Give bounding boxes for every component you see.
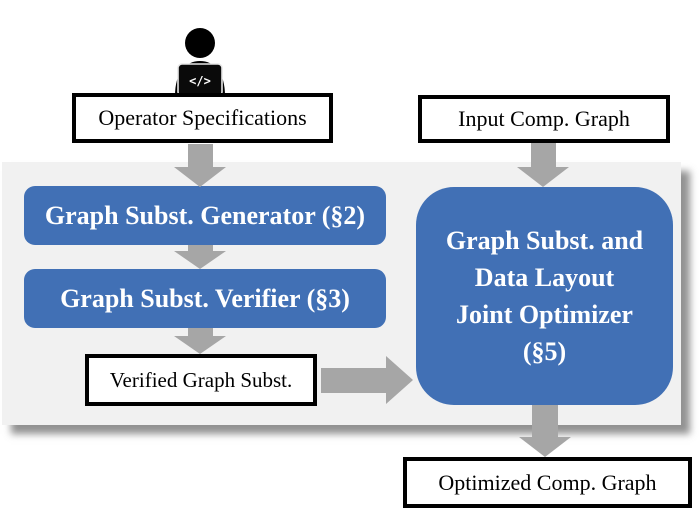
node-optimized-comp-graph: Optimized Comp. Graph: [403, 457, 692, 508]
joint-optimizer-line: Data Layout: [474, 263, 615, 292]
node-verified-graph-subst: Verified Graph Subst.: [85, 354, 317, 406]
laptop-icon: [177, 63, 223, 96]
person-head: [185, 28, 215, 58]
joint-optimizer-line: Graph Subst. and: [445, 226, 644, 255]
joint-optimizer-line: Joint Optimizer: [456, 300, 633, 329]
node-operator-specifications: Operator Specifications: [72, 93, 333, 143]
node-graph-subst-verifier: Graph Subst. Verifier (§3): [24, 269, 386, 328]
node-input-comp-graph: Input Comp. Graph: [418, 95, 670, 143]
node-graph-subst-generator: Graph Subst. Generator (§2): [24, 186, 386, 245]
code-glyph: </>: [189, 74, 211, 88]
node-joint-optimizer: Graph Subst. and Data Layout Joint Optim…: [416, 187, 673, 405]
joint-optimizer-line: (§5): [522, 337, 567, 366]
developer-icon: </>: [175, 28, 225, 96]
